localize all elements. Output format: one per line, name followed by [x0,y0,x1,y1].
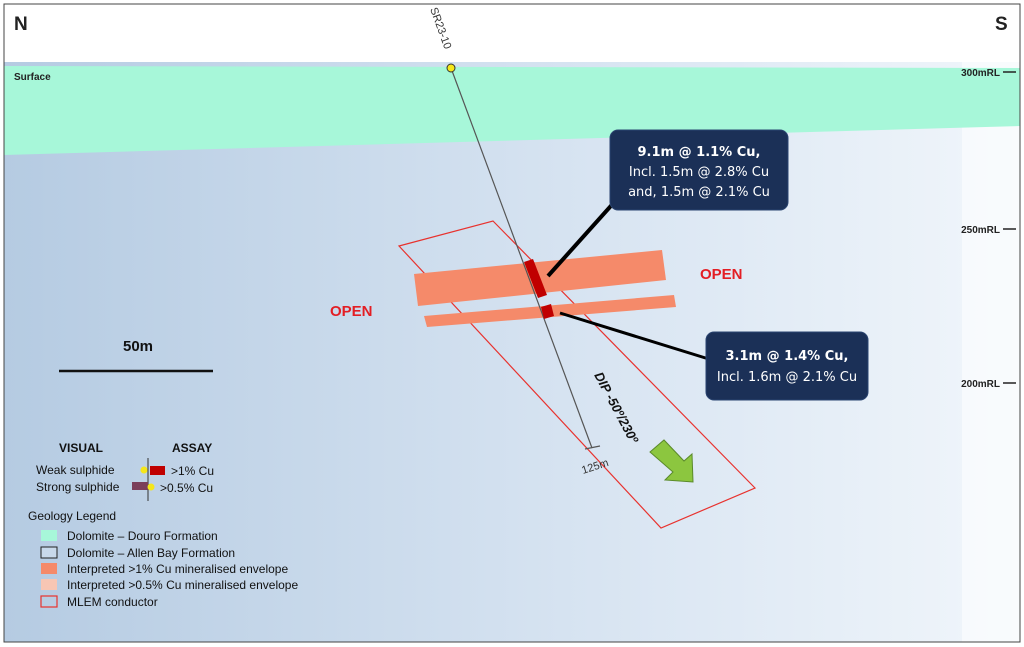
top-strip [4,4,1020,62]
legend-envelope-low-swatch [41,579,57,590]
legend-conductor-label: MLEM conductor [67,595,158,609]
legend-conductor-swatch [40,595,58,608]
drillhole-trace [450,67,593,449]
legend-envelope-high-label: Interpreted >1% Cu mineralised envelope [67,562,288,576]
rl-label-300: 300mRL [961,68,1000,79]
legend-assay-low-label: >0.5% Cu [160,481,213,495]
open-label-right: OPEN [700,266,743,283]
rl-label-250: 250mRL [961,225,1000,236]
callout-leader-upper [546,196,620,278]
sulphide-legend: VISUAL ASSAY Weak sulphide Strong sulphi… [36,441,214,501]
drillhole-end-tick [584,445,601,450]
callout-lower-box [705,331,869,401]
figure-border [3,3,1021,643]
callout-upper-line2: Incl. 1.5m @ 2.8% Cu [629,165,769,180]
north-label: N [14,14,28,35]
rl-label-200: 200mRL [961,379,1000,390]
legend-assay-high-swatch [150,466,165,475]
geology-legend-title: Geology Legend [28,509,116,523]
rl-axis: 300mRL 250mRL 200mRL [961,68,1016,390]
dip-direction-arrow [649,439,694,483]
callout-upper-line1: 9.1m @ 1.1% Cu, [638,145,761,160]
legend-allen-bay-label: Dolomite – Allen Bay Formation [67,546,235,560]
legend-strong-swatch [132,482,148,490]
callout-lower-line1: 3.1m @ 1.4% Cu, [726,349,849,364]
legend-weak-label: Weak sulphide [36,463,115,477]
legend-envelope-low-label: Interpreted >0.5% Cu mineralised envelop… [67,578,298,592]
legend-douro-swatch [41,530,57,541]
callout-upper-line3: and, 1.5m @ 2.1% Cu [628,185,770,200]
callout-lower-line2: Incl. 1.6m @ 2.1% Cu [717,370,857,385]
scale-bar-label: 50m [123,338,153,355]
legend-strong-label: Strong sulphide [36,480,120,494]
south-label: S [995,14,1008,35]
mlem-conductor [397,220,757,529]
legend-envelope-high-swatch [41,563,57,574]
assay-interval-upper [524,259,547,298]
surface-label: Surface [14,72,51,83]
legend-assay-low-swatch [147,483,155,491]
open-label-left: OPEN [330,303,373,320]
assay-interval-lower [541,304,554,319]
legend-assay-high-label: >1% Cu [171,464,214,478]
geology-legend: Geology Legend Dolomite – Douro Formatio… [28,509,298,609]
legend-visual-header: VISUAL [59,441,103,455]
callout-upper-box [609,129,789,211]
legend-weak-swatch [140,466,148,474]
drillhole-collar [446,63,456,73]
callout-leader-lower [559,311,713,362]
callout-upper: 9.1m @ 1.1% Cu, Incl. 1.5m @ 2.8% Cu and… [609,129,789,211]
callout-lower: 3.1m @ 1.4% Cu, Incl. 1.6m @ 2.1% Cu [705,331,869,401]
legend-assay-header: ASSAY [172,441,212,455]
legend-allen-bay-swatch [40,546,58,559]
legend-douro-label: Dolomite – Douro Formation [67,529,218,543]
